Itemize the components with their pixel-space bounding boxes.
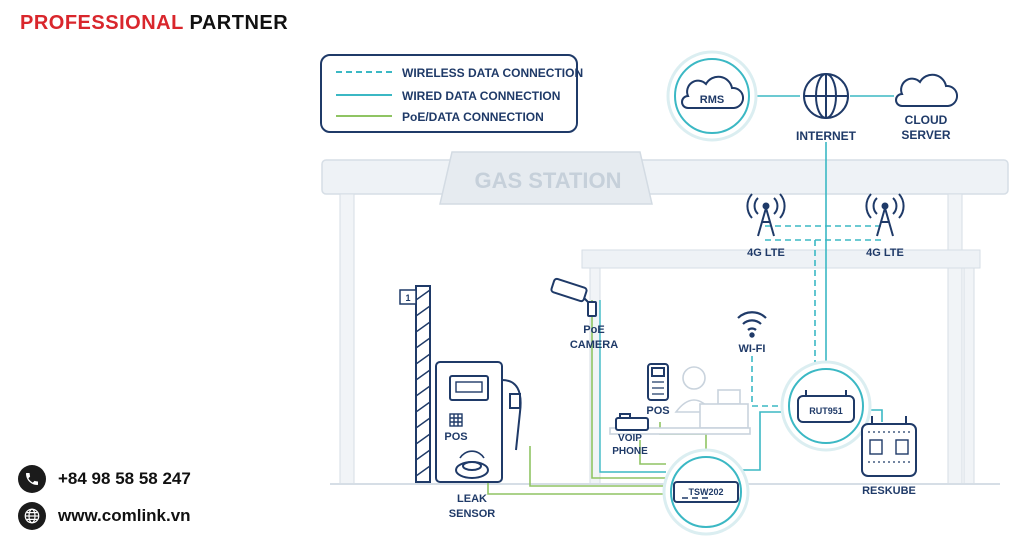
legend-wireless-label: WIRELESS DATA CONNECTION <box>402 66 583 80</box>
pump-pos-label: POS <box>444 431 467 443</box>
phone-icon <box>18 465 46 493</box>
globe-icon <box>18 502 46 530</box>
poe-camera-label-line2: CAMERA <box>570 339 618 351</box>
router-label: RUT951 <box>809 406 843 416</box>
legend-wired-label: WIRED DATA CONNECTION <box>402 89 560 103</box>
internet-node[interactable]: INTERNET <box>796 73 857 143</box>
reskube-label: RESKUBE <box>862 485 916 497</box>
lte-tower-right[interactable]: 4G LTE <box>865 193 905 259</box>
cloud-server-label-line2: SERVER <box>901 128 950 142</box>
internet-label: INTERNET <box>796 129 857 143</box>
rms-cloud-icon <box>681 75 744 109</box>
website-url: www.comlink.vn <box>58 506 191 525</box>
brand-title-primary: PROFESSIONAL <box>20 12 184 34</box>
contact-website[interactable]: www.comlink.vn <box>18 502 191 530</box>
desk-phone-icon <box>615 413 649 431</box>
connections <box>487 95 894 495</box>
leak-sensor-label-line1: LEAK <box>457 493 487 505</box>
phone-number: +84 98 58 58 247 <box>58 469 191 488</box>
router-icon <box>797 390 855 423</box>
gas-station-label: GAS STATION <box>474 168 621 193</box>
cloud-server-node[interactable]: CLOUD SERVER <box>895 73 958 142</box>
brand-title: PROFESSIONAL PARTNER <box>20 12 288 35</box>
cell-tower-icon <box>746 193 786 237</box>
pos-terminal-icon <box>647 363 669 401</box>
switch-label: TSW202 <box>688 487 723 497</box>
legend: WIRELESS DATA CONNECTION WIRED DATA CONN… <box>320 54 583 133</box>
brand-title-secondary: PARTNER <box>189 12 289 34</box>
leak-sensor-icon <box>455 450 489 479</box>
counter-pos-label: POS <box>646 405 669 417</box>
voip-phone-label-line1: VOIP <box>618 433 642 444</box>
leak-sensor-node[interactable]: LEAK SENSOR <box>449 450 496 520</box>
contact-phone[interactable]: +84 98 58 58 247 <box>18 465 191 493</box>
wifi-node[interactable]: WI-FI <box>737 311 767 355</box>
legend-poe-label: PoE/DATA CONNECTION <box>402 110 544 124</box>
cashier-counter <box>609 366 751 435</box>
barrier-post: 1 <box>399 285 431 483</box>
wifi-label: WI-FI <box>739 343 766 355</box>
cell-tower-icon <box>865 193 905 237</box>
switch-tsw202-node[interactable]: TSW202 <box>662 448 750 536</box>
cloud-server-icon <box>895 73 958 107</box>
gas-station-building <box>321 151 1009 485</box>
wifi-icon <box>737 311 767 338</box>
lte-right-label: 4G LTE <box>866 247 904 259</box>
pump-number: 1 <box>405 293 410 303</box>
rms-node[interactable]: RMS <box>666 50 758 142</box>
router-rut951-node[interactable]: RUT951 <box>780 360 872 452</box>
poe-camera-label-line1: PoE <box>583 324 604 336</box>
poe-camera-node[interactable]: PoE CAMERA <box>550 277 619 351</box>
globe-network-icon <box>803 73 849 119</box>
fuel-pump[interactable]: POS <box>435 361 522 483</box>
counter-pos-node[interactable]: POS <box>646 363 670 417</box>
voip-phone-label-line2: PHONE <box>612 446 648 457</box>
security-camera-icon <box>550 277 597 317</box>
lte-tower-left[interactable]: 4G LTE <box>746 193 786 259</box>
rms-label: RMS <box>700 94 724 106</box>
lte-left-label: 4G LTE <box>747 247 785 259</box>
fuel-pump-icon <box>435 361 522 483</box>
pos-keypad-icon <box>449 413 463 427</box>
leak-sensor-label-line2: SENSOR <box>449 508 496 520</box>
reskube-device-icon <box>861 416 917 477</box>
cloud-server-label-line1: CLOUD <box>905 113 948 127</box>
voip-phone-node[interactable]: VOIP PHONE <box>612 413 649 457</box>
network-switch-icon <box>673 481 739 503</box>
reskube-node[interactable]: RESKUBE <box>861 416 917 497</box>
